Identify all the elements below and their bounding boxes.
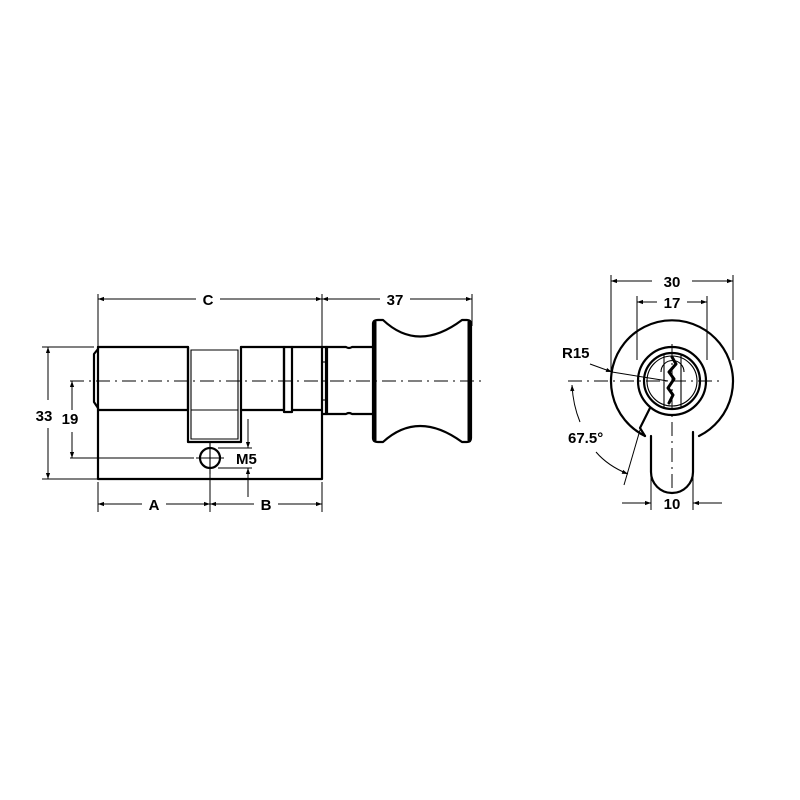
- outer-circle: [609, 319, 735, 438]
- dimension-angle-label: 67.5°: [568, 430, 603, 447]
- thumbturn-shaft: [324, 345, 375, 416]
- dimension-angle: 67.5°: [568, 384, 641, 486]
- dimension-17-label: 17: [664, 295, 681, 312]
- key-profile-icon: [666, 355, 678, 405]
- dimension-c: C: [98, 292, 322, 309]
- end-view: 30 17 R15 67.5° 10: [562, 274, 735, 513]
- dimension-37: 37: [322, 292, 472, 309]
- dimension-17: 17: [636, 295, 708, 360]
- dimension-37-label: 37: [387, 292, 404, 309]
- dimension-33-label: 33: [36, 408, 53, 425]
- dimension-a: A: [98, 497, 210, 514]
- cam-tab: [638, 406, 652, 438]
- cylinder-web: [649, 430, 695, 495]
- dimension-a-label: A: [149, 497, 160, 514]
- dimension-m5: M5: [218, 419, 257, 497]
- m5-fixing-hole: [196, 442, 224, 474]
- side-view: C 37: [36, 292, 482, 514]
- dimension-m5-label: M5: [236, 451, 257, 468]
- dimension-10: 10: [622, 470, 722, 513]
- dimension-b: B: [210, 497, 322, 514]
- dimension-r15: R15: [562, 345, 669, 382]
- dimension-30: 30: [610, 274, 734, 381]
- dimension-c-label: C: [203, 292, 214, 309]
- dimension-10-label: 10: [664, 496, 681, 513]
- dimension-19: 19: [62, 381, 194, 459]
- dimension-30-label: 30: [664, 274, 681, 291]
- dimension-33: 33: [36, 346, 98, 480]
- dimension-19-label: 19: [62, 411, 79, 428]
- dimension-r15-label: R15: [562, 345, 590, 362]
- dimension-b-label: B: [261, 497, 272, 514]
